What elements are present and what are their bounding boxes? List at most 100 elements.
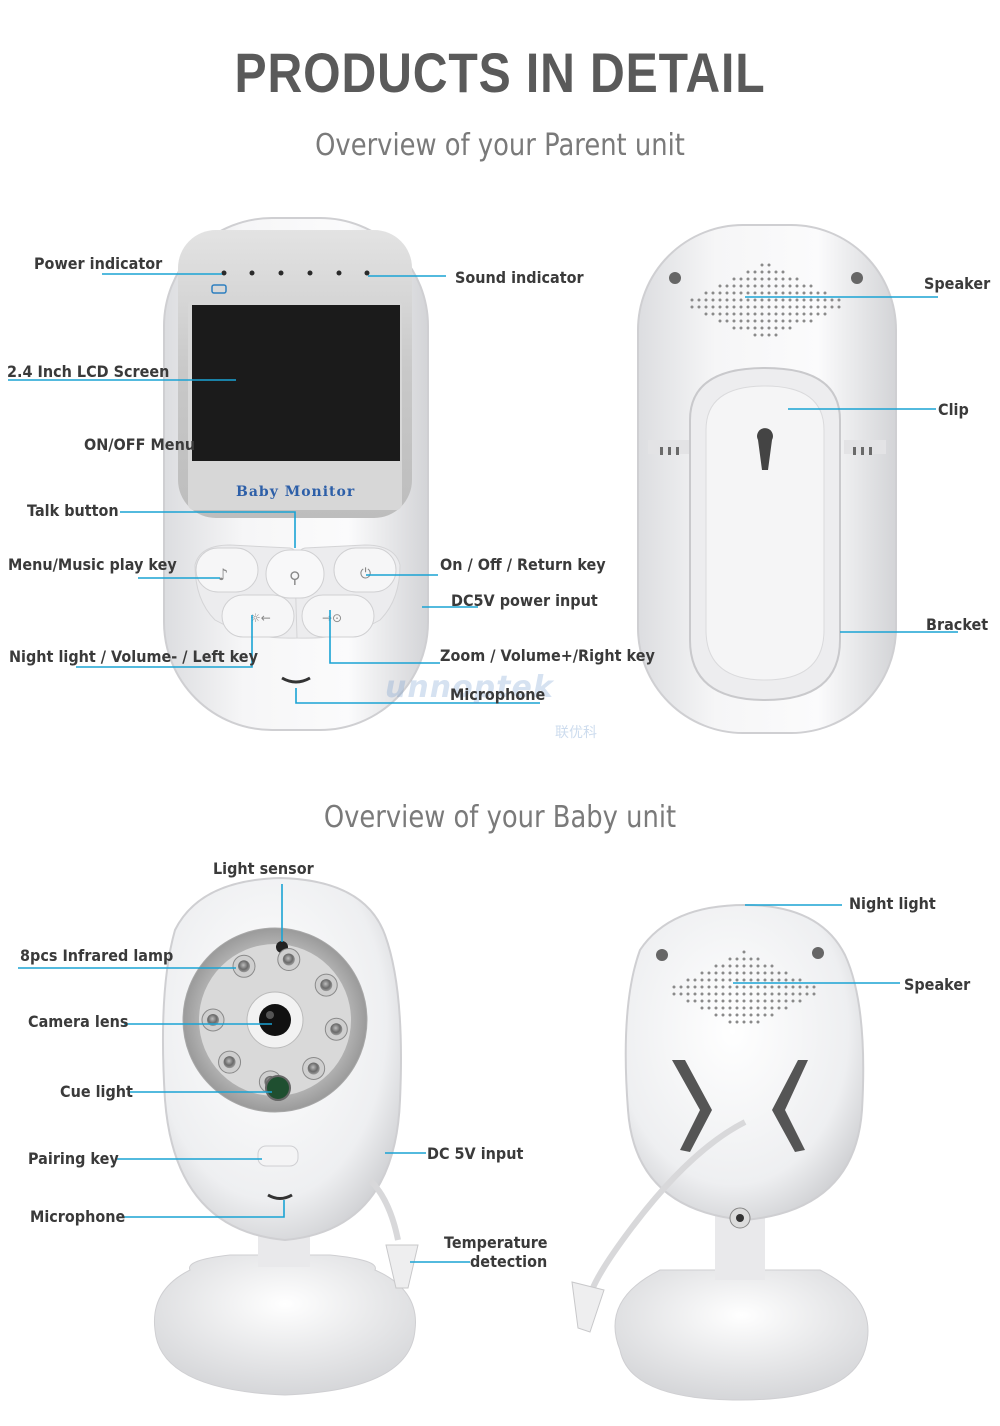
speaker-hole — [770, 992, 774, 996]
speaker-hole — [711, 298, 715, 302]
speaker-hole — [725, 291, 729, 295]
speaker-hole — [672, 985, 676, 989]
speaker-hole — [756, 985, 760, 989]
speaker-hole — [760, 277, 764, 281]
speaker-hole — [728, 971, 732, 975]
speaker-hole — [777, 985, 781, 989]
speaker-hole — [725, 284, 729, 288]
speaker-hole — [788, 326, 792, 330]
speaker-hole — [753, 277, 757, 281]
speaker-hole — [753, 270, 757, 274]
speaker-hole — [700, 1006, 704, 1010]
speaker-hole — [732, 291, 736, 295]
speaker-hole — [700, 992, 704, 996]
speaker-hole — [735, 1013, 739, 1017]
speaker-hole — [756, 978, 760, 982]
speaker-hole — [725, 319, 729, 323]
speaker-hole — [784, 978, 788, 982]
speaker-hole — [802, 312, 806, 316]
speaker-hole — [753, 305, 757, 309]
speaker-hole — [742, 992, 746, 996]
speaker-hole — [714, 971, 718, 975]
svg-text:⏻: ⏻ — [360, 566, 371, 582]
speaker-hole — [704, 312, 708, 316]
speaker-hole — [774, 326, 778, 330]
speaker-hole — [760, 305, 764, 309]
power-indicator-label: Power indicator — [34, 254, 163, 273]
speaker-hole — [735, 1020, 739, 1024]
speaker-hole — [767, 277, 771, 281]
speaker-hole — [760, 319, 764, 323]
speaker-hole — [753, 284, 757, 288]
speaker-hole — [760, 298, 764, 302]
speaker-hole — [707, 971, 711, 975]
speaker-hole — [728, 1013, 732, 1017]
speaker-hole — [763, 1013, 767, 1017]
speaker-hole — [781, 284, 785, 288]
speaker-hole — [760, 284, 764, 288]
infrared-lamp-core — [238, 960, 250, 973]
speaker-hole — [732, 319, 736, 323]
speaker-hole — [777, 1006, 781, 1010]
infrared-lamp-core — [330, 1023, 343, 1036]
speaker-hole — [718, 291, 722, 295]
speaker-hole — [728, 1020, 732, 1024]
speaker-hole — [791, 978, 795, 982]
speaker-hole — [781, 291, 785, 295]
speaker-hole — [788, 291, 792, 295]
speaker-hole — [784, 999, 788, 1003]
speaker-hole — [795, 291, 799, 295]
infrared-lamp-core — [223, 1056, 236, 1069]
speaker-hole — [760, 291, 764, 295]
speaker-hole — [746, 312, 750, 316]
speaker-hole — [784, 1006, 788, 1010]
speaker-hole — [693, 999, 697, 1003]
parent-speaker-label: Speaker — [924, 274, 991, 293]
speaker-hole — [707, 1006, 711, 1010]
speaker-hole — [774, 284, 778, 288]
speaker-hole — [749, 999, 753, 1003]
speaker-hole — [714, 978, 718, 982]
parent-unit-back — [637, 224, 897, 734]
infrared-lamp-core — [282, 953, 295, 966]
infrared-lamp-label: 8pcs Infrared lamp — [20, 946, 174, 965]
speaker-hole — [767, 284, 771, 288]
speaker-hole — [802, 291, 806, 295]
speaker-hole — [767, 270, 771, 274]
speaker-hole — [763, 992, 767, 996]
speaker-hole — [781, 319, 785, 323]
speaker-hole — [725, 305, 729, 309]
svg-text:♪: ♪ — [218, 565, 228, 584]
speaker-hole — [742, 1006, 746, 1010]
speaker-hole — [679, 985, 683, 989]
speaker-hole — [753, 312, 757, 316]
speaker-hole — [784, 985, 788, 989]
speaker-hole — [788, 284, 792, 288]
speaker-hole — [700, 985, 704, 989]
speaker-hole — [746, 291, 750, 295]
speaker-hole — [686, 999, 690, 1003]
talk-button-label: Talk button — [27, 501, 119, 520]
camera-lens-label: Camera lens — [28, 1012, 129, 1031]
baby-unit-subtitle: Overview of your Baby unit — [323, 800, 677, 835]
speaker-hole — [697, 305, 701, 309]
speaker-hole — [774, 277, 778, 281]
speaker-hole — [760, 270, 764, 274]
speaker-hole — [802, 284, 806, 288]
speaker-hole — [770, 985, 774, 989]
speaker-hole — [690, 305, 694, 309]
speaker-hole — [718, 319, 722, 323]
speaker-hole — [795, 298, 799, 302]
speaker-hole — [763, 999, 767, 1003]
svg-text:☼←: ☼← — [250, 611, 271, 625]
speaker-hole — [795, 319, 799, 323]
temperature-detection-label-2: detection — [470, 1252, 548, 1271]
speaker-hole — [732, 277, 736, 281]
speaker-hole — [774, 270, 778, 274]
speaker-hole — [809, 298, 813, 302]
speaker-hole — [816, 298, 820, 302]
speaker-hole — [763, 1006, 767, 1010]
speaker-hole — [714, 964, 718, 968]
zoom-volume-right-key-label: Zoom / Volume+/Right key — [440, 646, 655, 665]
